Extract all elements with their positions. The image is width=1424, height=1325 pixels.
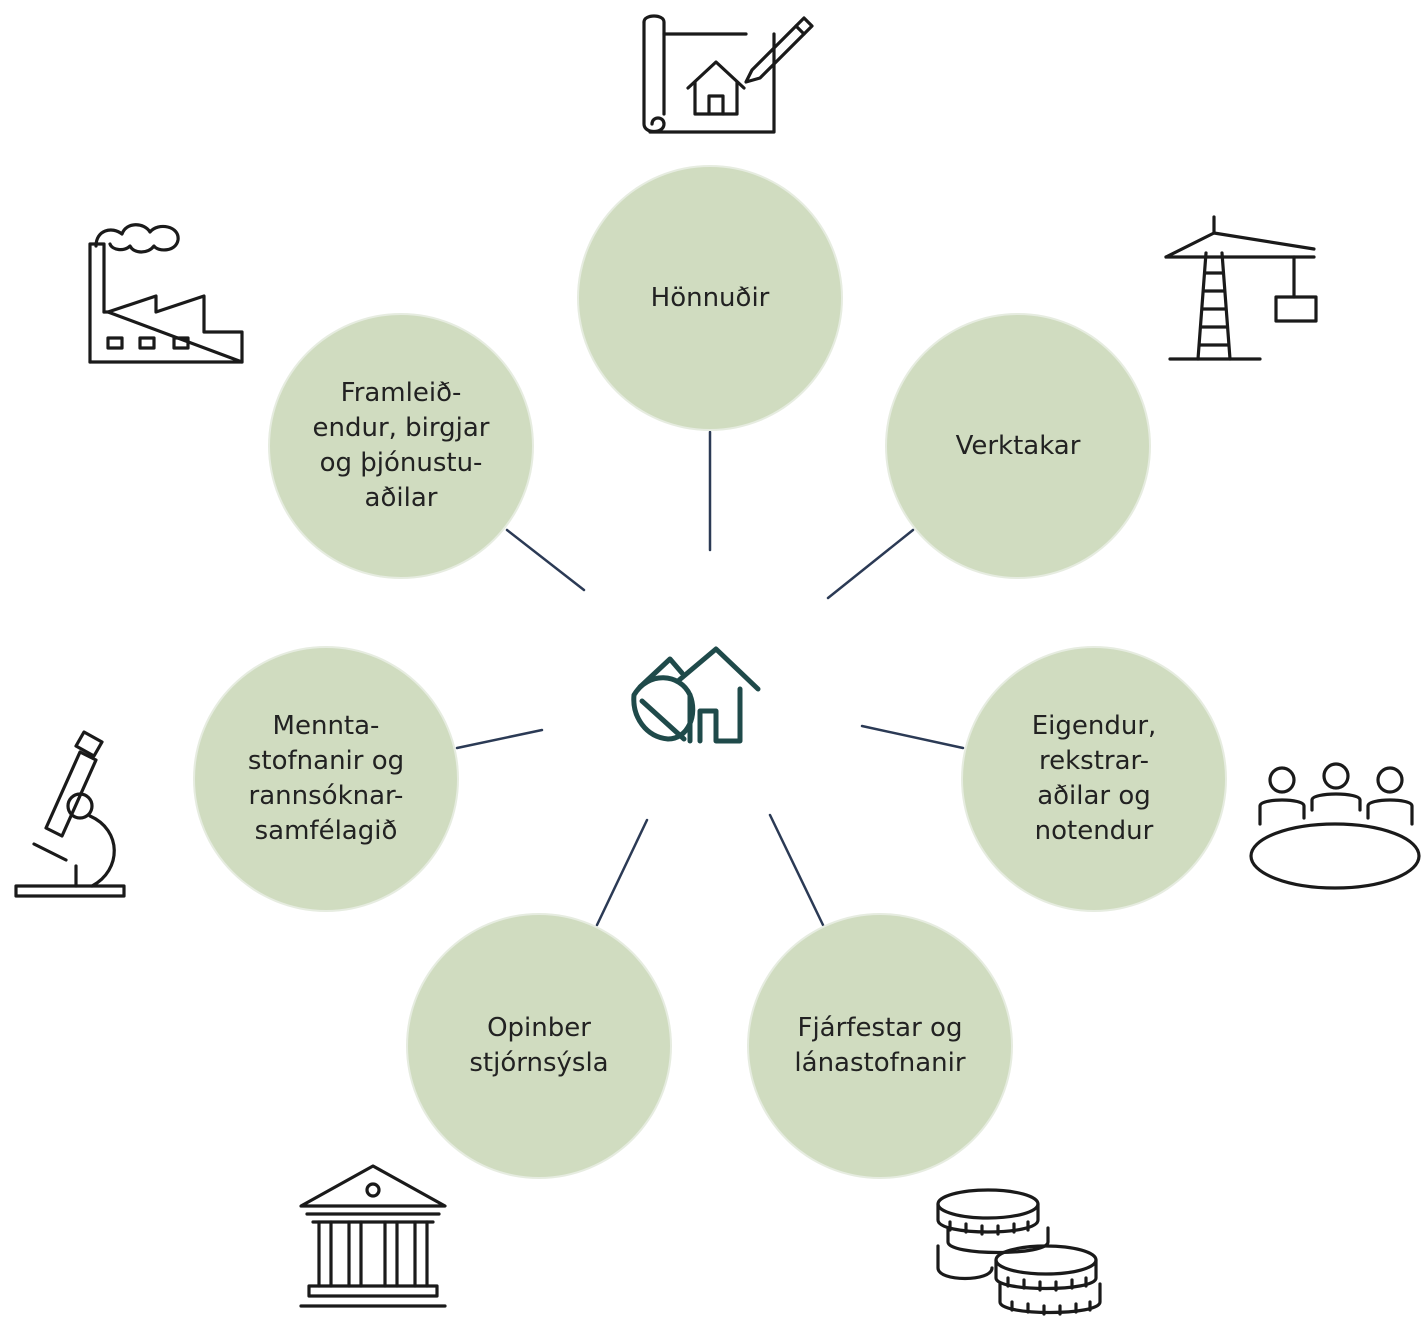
node-label: Verktakar	[955, 430, 1081, 461]
factory-icon	[82, 214, 246, 366]
node-label: Opinber stjórnsýsla	[469, 1013, 609, 1078]
node-manufacturers: Framleið- endur, birgjar og þjónustu- að…	[270, 315, 532, 577]
node-label: Mennta- stofnanir og rannsóknar- samféla…	[247, 711, 405, 846]
connector-manufacturers	[505, 528, 586, 592]
connector-education	[455, 728, 544, 750]
node-contractors: Verktakar	[887, 315, 1149, 577]
node-label: Framleið- endur, birgjar og þjónustu- að…	[312, 378, 490, 513]
node-education: Mennta- stofnanir og rannsóknar- samféla…	[195, 648, 457, 910]
microscope-icon	[14, 730, 130, 900]
government-building-icon	[297, 1162, 449, 1310]
node-public: Opinber stjórnsýsla	[408, 915, 670, 1177]
node-designers: Hönnuðir	[579, 167, 841, 429]
meeting-table-icon	[1246, 762, 1424, 892]
node-label: Eigendur, rekstrar- aðilar og notendur	[1031, 711, 1157, 846]
node-owners: Eigendur, rekstrar- aðilar og notendur	[963, 648, 1225, 910]
tower-crane-icon	[1162, 213, 1320, 363]
connector-investors	[768, 813, 825, 927]
node-label: Hönnuðir	[650, 282, 770, 313]
connector-public	[595, 818, 649, 927]
coin-stacks-icon	[936, 1186, 1102, 1318]
connector-owners	[860, 724, 965, 750]
blueprint-house-icon	[640, 10, 815, 138]
connector-contractors	[826, 528, 915, 600]
node-label: Fjárfestar og lánastofnanir	[794, 1013, 966, 1078]
leaf-house-icon	[628, 645, 764, 745]
node-investors: Fjárfestar og lánastofnanir	[749, 915, 1011, 1177]
